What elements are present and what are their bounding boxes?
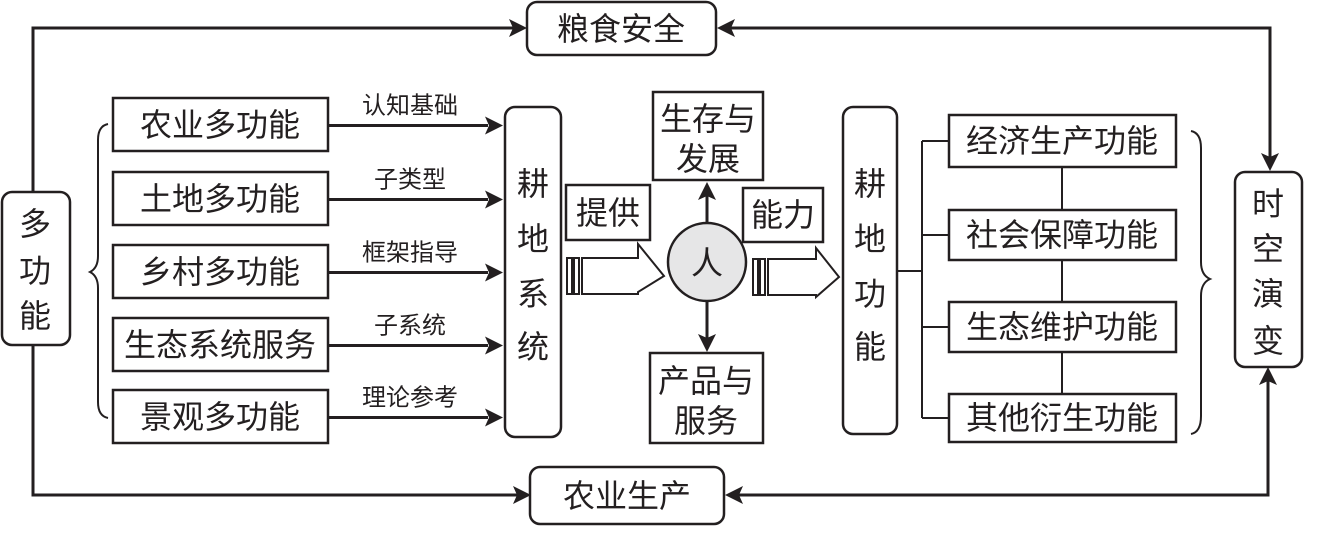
left-brace (87, 123, 109, 419)
person-node: 人 (666, 221, 748, 303)
arrowhead-into-evolution-bottom (1259, 367, 1277, 385)
right-brace (1190, 130, 1213, 435)
arrowhead-into-agri-production-left (513, 486, 531, 504)
concept-item: 土地多功能 子类型 (111, 166, 503, 227)
capacity-node: 能力 (741, 186, 825, 244)
provide-node: 提供 (564, 183, 652, 242)
function-label: 经济生产功能 (966, 122, 1158, 160)
relation-arrowhead (485, 408, 503, 427)
function-label: 生态维护功能 (966, 308, 1158, 346)
relation-label: 认知基础 (362, 92, 458, 120)
function-char-1: 耕 (854, 165, 886, 203)
relation-label: 理论参考 (362, 384, 458, 412)
provide-label: 提供 (576, 194, 640, 232)
function-item: 其他衍生功能 (922, 392, 1178, 444)
function-label: 其他衍生功能 (966, 399, 1158, 437)
connector-food-security-to-evolution (730, 26, 1272, 158)
system-char-1: 耕 (517, 165, 549, 203)
agri-production-label: 农业生产 (563, 477, 691, 515)
concept-label: 景观多功能 (140, 398, 300, 436)
function-box (947, 300, 1178, 354)
concept-item: 农业多功能 认知基础 (111, 92, 503, 153)
products-services-node: 产品与 服务 (648, 351, 765, 445)
system-char-2: 地 (517, 220, 549, 258)
products-line-2: 服务 (674, 402, 738, 440)
relation-label: 子系统 (374, 312, 446, 340)
connector-multifunction-to-food-security (31, 26, 515, 192)
evolution-char-1: 时 (1252, 185, 1284, 223)
multifunction-char-1: 多 (19, 205, 51, 243)
survival-line-1: 生存与 (660, 100, 756, 138)
evolution-char-3: 演 (1252, 275, 1284, 313)
function-item: 社会保障功能 (922, 208, 1178, 262)
person-label: 人 (691, 244, 723, 282)
multifunction-char-2: 功 (19, 252, 51, 290)
concept-label: 农业多功能 (140, 106, 300, 144)
concept-label: 乡村多功能 (140, 253, 300, 291)
survival-development-node: 生存与 发展 (651, 90, 765, 182)
function-box (947, 113, 1178, 169)
function-box (947, 208, 1178, 262)
function-item: 经济生产功能 (922, 113, 1178, 169)
relation-label: 框架指导 (362, 239, 458, 267)
food-security-label: 粮食安全 (557, 10, 685, 48)
cultivated-land-system-node: 耕 地 系 统 (503, 105, 563, 439)
function-label: 社会保障功能 (966, 216, 1158, 254)
connector-multifunction-to-agri-production (31, 345, 518, 497)
concept-item: 乡村多功能 框架指导 (111, 239, 503, 300)
relation-arrowhead (485, 263, 503, 282)
evolution-char-4: 变 (1252, 322, 1284, 360)
system-char-3: 系 (517, 275, 549, 313)
capacity-fat-arrow (752, 245, 841, 300)
concept-item: 生态系统服务 子系统 (111, 312, 503, 373)
function-char-3: 功 (854, 275, 886, 313)
relation-arrowhead (485, 190, 503, 209)
relation-label: 子类型 (374, 166, 446, 194)
function-item: 生态维护功能 (922, 300, 1178, 354)
arrowhead-into-survival (698, 182, 716, 200)
arrowhead-into-products (698, 334, 716, 352)
concept-box (111, 243, 330, 300)
function-char-4: 能 (854, 328, 886, 366)
concept-item: 景观多功能 理论参考 (111, 384, 503, 445)
system-char-4: 统 (517, 328, 549, 366)
arrowhead-into-agri-production-right (725, 486, 743, 504)
cultivated-land-function-node: 耕 地 功 能 (841, 105, 899, 436)
concept-box (111, 388, 330, 445)
spatiotemporal-evolution-node: 时 空 演 变 (1233, 170, 1304, 369)
arrowhead-into-food-security-right (717, 19, 735, 37)
arrowhead-into-evolution-top (1261, 153, 1279, 171)
arrowhead-into-food-security-left (509, 19, 527, 37)
food-security-node: 粮食安全 (525, 0, 718, 57)
concept-box (111, 96, 330, 153)
concept-box (111, 316, 330, 373)
multifunction-char-3: 能 (19, 297, 51, 335)
connector-agri-production-to-evolution (738, 380, 1270, 497)
function-box (947, 392, 1178, 444)
function-char-2: 地 (854, 220, 886, 258)
evolution-char-2: 空 (1252, 230, 1284, 268)
multifunction-node: 多 功 能 (0, 190, 72, 347)
agri-production-node: 农业生产 (528, 465, 726, 526)
products-line-1: 产品与 (658, 362, 754, 400)
provide-fat-arrow (566, 241, 666, 295)
relation-arrowhead (485, 116, 503, 135)
concept-label: 生态系统服务 (124, 326, 316, 364)
relation-arrowhead (485, 336, 503, 355)
capacity-label: 能力 (751, 196, 815, 234)
concept-label: 土地多功能 (140, 180, 300, 218)
survival-line-2: 发展 (676, 140, 740, 178)
